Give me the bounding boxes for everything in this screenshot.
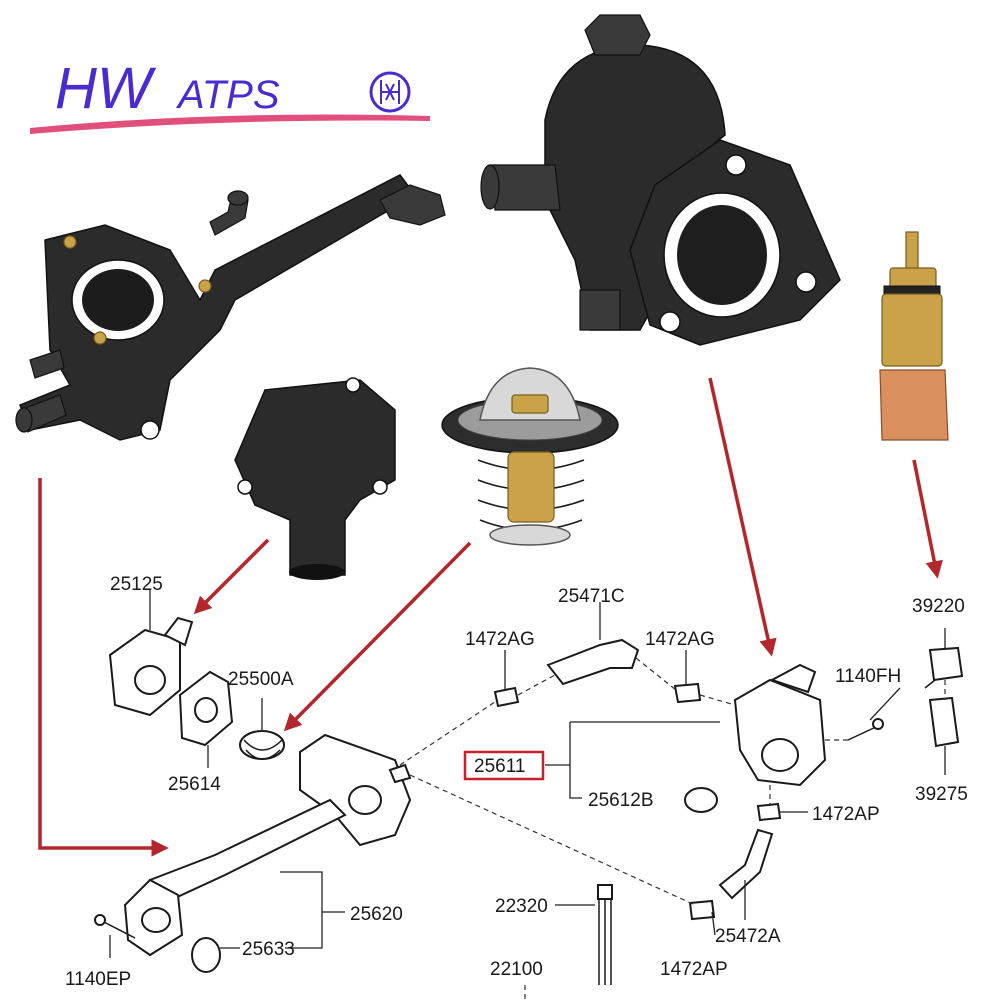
logo-underline bbox=[30, 114, 430, 134]
thermostat-housing-photo bbox=[480, 14, 841, 346]
part-label-39220: 39220 bbox=[912, 596, 965, 617]
outlet-elbow-photo bbox=[234, 377, 396, 580]
arrow-icon bbox=[283, 541, 472, 732]
logo-main-text: HW bbox=[55, 56, 157, 121]
circle-emblem-icon bbox=[369, 71, 411, 113]
line-art-diagram bbox=[94, 590, 964, 1000]
arrow-icon bbox=[708, 377, 777, 657]
arrow-icon bbox=[38, 478, 169, 857]
part-label-25612b: 25612B bbox=[588, 790, 654, 811]
brand-logo: HW ATPS bbox=[30, 56, 430, 134]
thermostat-photo bbox=[441, 367, 619, 546]
part-label-25614: 25614 bbox=[168, 774, 221, 795]
logo-sub-text: ATPS bbox=[176, 73, 280, 117]
part-label-25611: 25611 bbox=[474, 756, 525, 777]
part-label-25472a: 25472A bbox=[715, 926, 781, 947]
part-label-1140fh: 1140FH bbox=[835, 666, 901, 687]
callout-arrows bbox=[38, 377, 943, 857]
part-label-1472ag-right: 1472AG bbox=[645, 629, 715, 650]
part-label-25500a: 25500A bbox=[228, 669, 294, 690]
arrow-icon bbox=[193, 538, 270, 615]
part-label-22320: 22320 bbox=[495, 896, 548, 917]
part-label-39275: 39275 bbox=[915, 784, 968, 805]
part-label-1472ap-upper: 1472AP bbox=[812, 804, 880, 825]
part-label-25471c: 25471C bbox=[558, 586, 625, 607]
part-label-25620: 25620 bbox=[350, 904, 403, 925]
part-label-1472ap-lower: 1472AP bbox=[660, 959, 728, 980]
part-label-1472ag-left: 1472AG bbox=[465, 629, 535, 650]
part-label-25633: 25633 bbox=[242, 939, 295, 960]
arrow-icon bbox=[912, 459, 943, 579]
part-label-1140ep: 1140EP bbox=[65, 969, 131, 990]
highlight-box bbox=[463, 750, 545, 781]
part-label-25125: 25125 bbox=[110, 574, 163, 595]
part-label-22100: 22100 bbox=[490, 959, 543, 980]
part-labels: 25125 25500A 25614 25471C 1472AG 1472AG … bbox=[65, 574, 968, 990]
water-pipe-photo bbox=[15, 174, 446, 441]
temperature-sensor-photo bbox=[879, 231, 949, 441]
